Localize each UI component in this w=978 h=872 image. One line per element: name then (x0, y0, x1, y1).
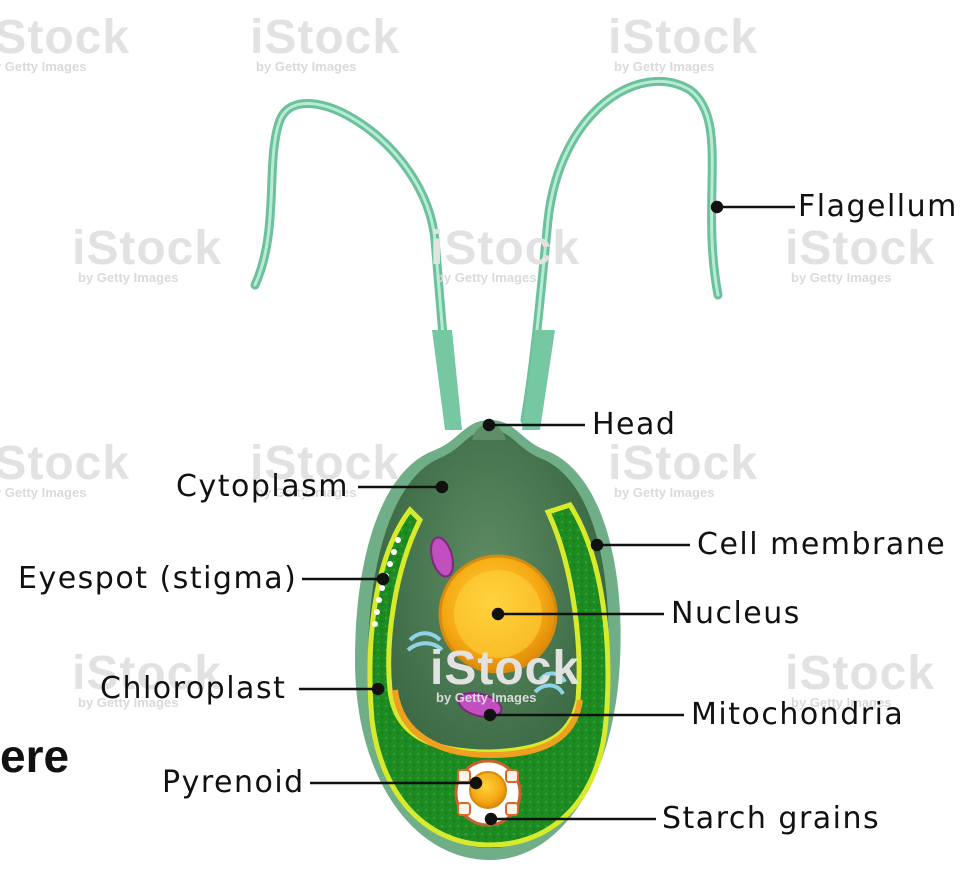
flagellum-left (255, 103, 450, 420)
label-flagellum: Flagellum (798, 192, 958, 222)
flagellum-right (525, 81, 718, 420)
label-eyespot: Eyespot (stigma) (18, 564, 297, 594)
label-starch-grains: Starch grains (662, 804, 880, 834)
flagella (255, 81, 718, 430)
label-head: Head (592, 410, 676, 440)
label-chloroplast: Chloroplast (100, 674, 286, 704)
cropped-text-fragment: ere (0, 733, 69, 779)
label-cell-membrane: Cell membrane (697, 530, 946, 560)
label-mitochondria: Mitochondria (691, 700, 904, 730)
label-pyrenoid: Pyrenoid (162, 768, 305, 798)
label-nucleus: Nucleus (671, 599, 801, 629)
label-cytoplasm: Cytoplasm (176, 472, 349, 502)
